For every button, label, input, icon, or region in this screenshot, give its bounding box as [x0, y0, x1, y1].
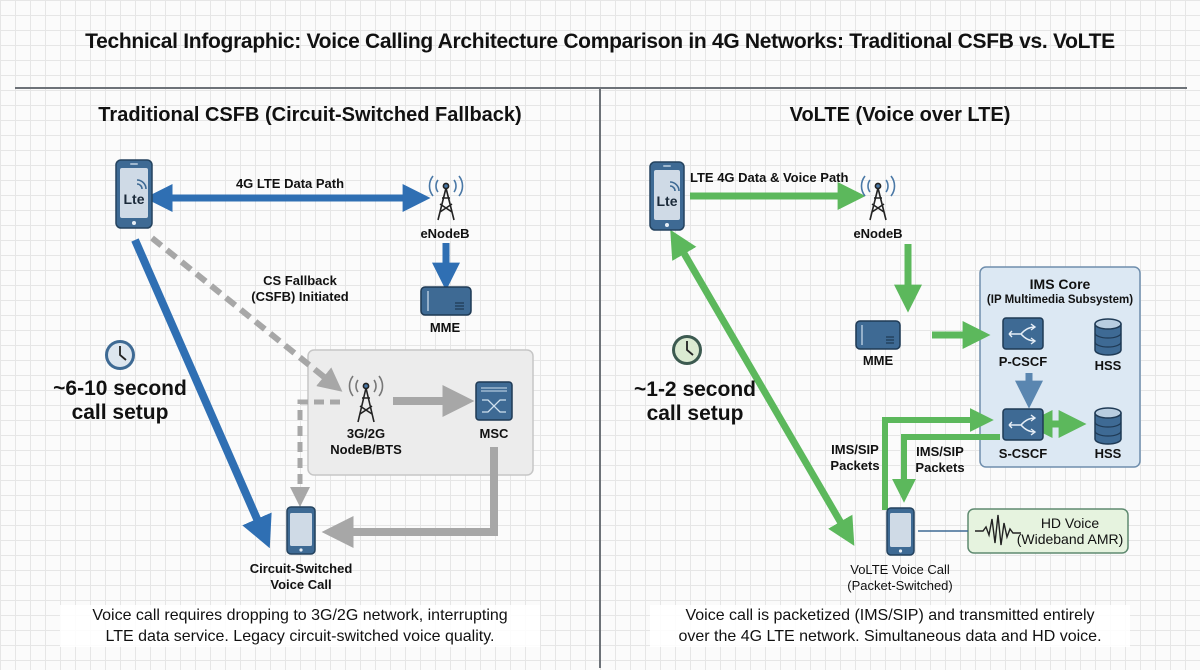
csfb-caption: Voice call requires dropping to 3G/2G ne…	[60, 605, 540, 647]
hss-database-icon-2	[1094, 407, 1122, 445]
sip-packets-label-left: IMS/SIP Packets	[820, 442, 890, 474]
page-title: Technical Infographic: Voice Calling Arc…	[85, 30, 1115, 53]
legacy-network-box	[307, 349, 534, 476]
lte-data-voice-path-label: LTE 4G Data & Voice Path	[690, 170, 849, 185]
csfb-caption-line-2: LTE data service. Legacy circuit-switche…	[105, 628, 495, 645]
volte-phone-icon	[886, 507, 915, 556]
csfb-initiated-line-2: (CSFB) Initiated	[251, 289, 349, 304]
cs-phone-icon	[286, 506, 316, 555]
volte-setup-time: ~1-2 second call setup	[595, 378, 795, 426]
sip-packets-left-line-2: Packets	[830, 458, 880, 473]
nodeb-label-line-2: NodeB/BTS	[330, 442, 402, 457]
waveform-icon	[975, 514, 1021, 546]
enodeb-label-volte: eNodeB	[853, 226, 903, 241]
hd-voice-line-1: HD Voice	[1040, 515, 1100, 531]
mme-label-volte: MME	[862, 353, 894, 368]
mme-server-icon	[420, 286, 472, 316]
lte-phone-icon-volte	[649, 161, 685, 231]
nodeb-to-phone-dashed-arrow	[290, 399, 340, 507]
header-divider	[15, 87, 1187, 89]
sip-downlink-arrow	[892, 434, 1000, 503]
cs-call-label-line-2: Voice Call	[270, 577, 332, 592]
volte-caption: Voice call is packetized (IMS/SIP) and t…	[650, 605, 1130, 647]
phone-to-volte-call-arrow	[670, 229, 855, 546]
sip-packets-right-line-2: Packets	[915, 460, 965, 475]
cs-call-label: Circuit-Switched Voice Call	[226, 561, 376, 593]
csfb-heading: Traditional CSFB (Circuit-Switched Fallb…	[98, 104, 522, 126]
sip-packets-label-right: IMS/SIP Packets	[905, 444, 975, 476]
hss-database-icon-1	[1094, 318, 1122, 356]
volte-setup-time-line-1: ~1-2 second	[634, 378, 756, 401]
enodeb-tower-icon-volte	[860, 175, 896, 221]
csfb-caption-line-1: Voice call requires dropping to 3G/2G ne…	[92, 607, 508, 624]
lte-phone-icon	[115, 159, 153, 229]
clock-icon-volte	[672, 335, 702, 365]
volte-caption-line-1: Voice call is packetized (IMS/SIP) and t…	[685, 607, 1095, 624]
msc-label: MSC	[479, 426, 509, 441]
clock-icon-csfb	[105, 340, 135, 370]
csfb-initiated-line-1: CS Fallback	[263, 273, 337, 288]
scscf-label: S-CSCF	[998, 446, 1048, 461]
lte-badge: Lte	[123, 191, 145, 207]
sip-packets-right-line-1: IMS/SIP	[916, 444, 964, 459]
csfb-setup-time-line-1: ~6-10 second	[53, 377, 187, 400]
sip-packets-left-line-1: IMS/SIP	[831, 442, 879, 457]
lte-data-path-label: 4G LTE Data Path	[235, 176, 345, 191]
mme-server-icon-volte	[855, 320, 901, 350]
volte-call-label-line-2: (Packet-Switched)	[847, 578, 953, 593]
hd-voice-label: HD Voice (Wideband AMR)	[1010, 515, 1130, 547]
nodeb-label: 3G/2G NodeB/BTS	[316, 426, 416, 458]
volte-heading: VoLTE (Voice over LTE)	[789, 104, 1011, 126]
ims-core-title: IMS Core	[1029, 276, 1091, 292]
lte-badge-volte: Lte	[656, 193, 678, 209]
enodeb-tower-icon	[428, 175, 464, 221]
volte-call-label: VoLTE Voice Call (Packet-Switched)	[820, 562, 980, 594]
csfb-setup-time-line-2: call setup	[71, 401, 169, 424]
msc-to-phone-arrow	[321, 447, 498, 548]
ims-core-subtitle: (IP Multimedia Subsystem)	[986, 294, 1134, 306]
scscf-router-icon	[1002, 408, 1044, 441]
volte-caption-line-2: over the 4G LTE network. Simultaneous da…	[678, 628, 1102, 645]
pcscf-label: P-CSCF	[998, 354, 1048, 369]
pcscf-router-icon	[1002, 317, 1044, 350]
enodeb-label: eNodeB	[420, 226, 470, 241]
cs-call-label-line-1: Circuit-Switched	[249, 561, 353, 576]
hd-voice-line-2: (Wideband AMR)	[1016, 531, 1124, 547]
csfb-initiated-label: CS Fallback (CSFB) Initiated	[220, 273, 380, 305]
panel-divider	[599, 88, 601, 668]
sip-uplink-arrow	[882, 408, 994, 510]
nodeb-tower-icon	[348, 375, 384, 423]
mme-label: MME	[429, 320, 461, 335]
csfb-fallback-arrow	[150, 235, 343, 392]
hss-label-1: HSS	[1094, 358, 1122, 373]
lte-to-cs-call-arrow	[131, 238, 272, 549]
msc-switch-icon	[475, 381, 513, 421]
csfb-setup-time: ~6-10 second call setup	[20, 377, 220, 425]
hss-label-2: HSS	[1094, 446, 1122, 461]
volte-call-label-line-1: VoLTE Voice Call	[850, 562, 950, 577]
nodeb-label-line-1: 3G/2G	[346, 426, 386, 441]
volte-setup-time-line-2: call setup	[646, 402, 744, 425]
